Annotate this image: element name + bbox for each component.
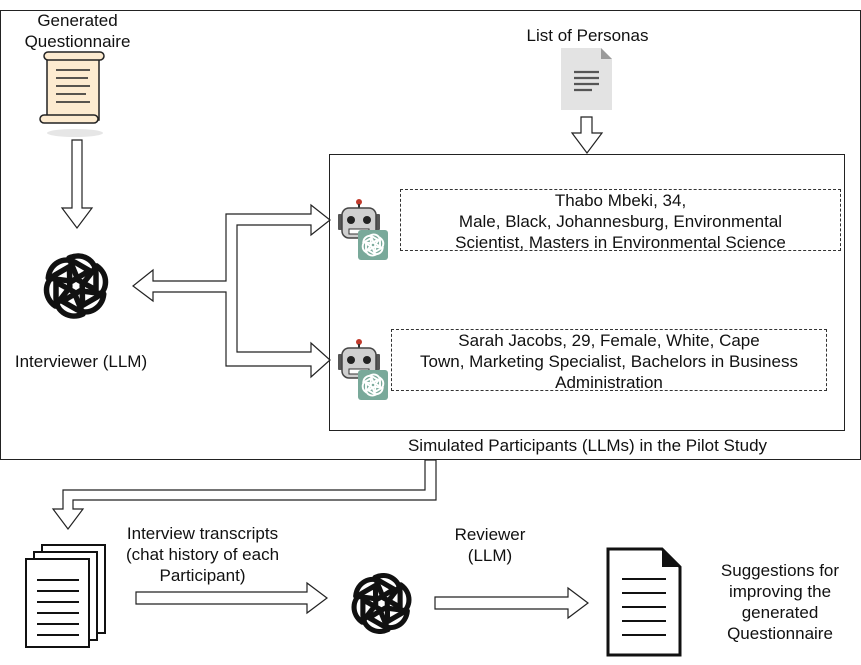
documents-stack-icon bbox=[25, 544, 106, 648]
personas-label: List of Personas bbox=[526, 26, 649, 45]
suggestions-label: Suggestions for improving the generated … bbox=[720, 561, 840, 643]
interviewer-label: Interviewer (LLM) bbox=[14, 352, 148, 371]
document-icon bbox=[606, 547, 682, 657]
simulated-participants-box bbox=[329, 154, 845, 431]
simulated-participants-label: Simulated Participants (LLMs) in the Pil… bbox=[407, 436, 768, 455]
robot-icon bbox=[338, 199, 388, 260]
scroll-icon bbox=[39, 51, 105, 137]
reviewer-label: Reviewer (LLM) bbox=[454, 525, 526, 565]
openai-icon bbox=[40, 250, 112, 322]
persona-box-1: Thabo Mbeki, 34, Male, Black, Johannesbu… bbox=[400, 189, 841, 252]
transcripts-label: Interview transcripts (chat history of e… bbox=[125, 524, 280, 585]
document-icon bbox=[561, 48, 612, 110]
openai-icon bbox=[348, 570, 415, 637]
persona-box-2: Sarah Jacobs, 29, Female, White, Cape To… bbox=[391, 329, 827, 392]
questionnaire-label: Generated Questionnaire bbox=[24, 11, 131, 51]
robot-icon bbox=[338, 339, 388, 400]
